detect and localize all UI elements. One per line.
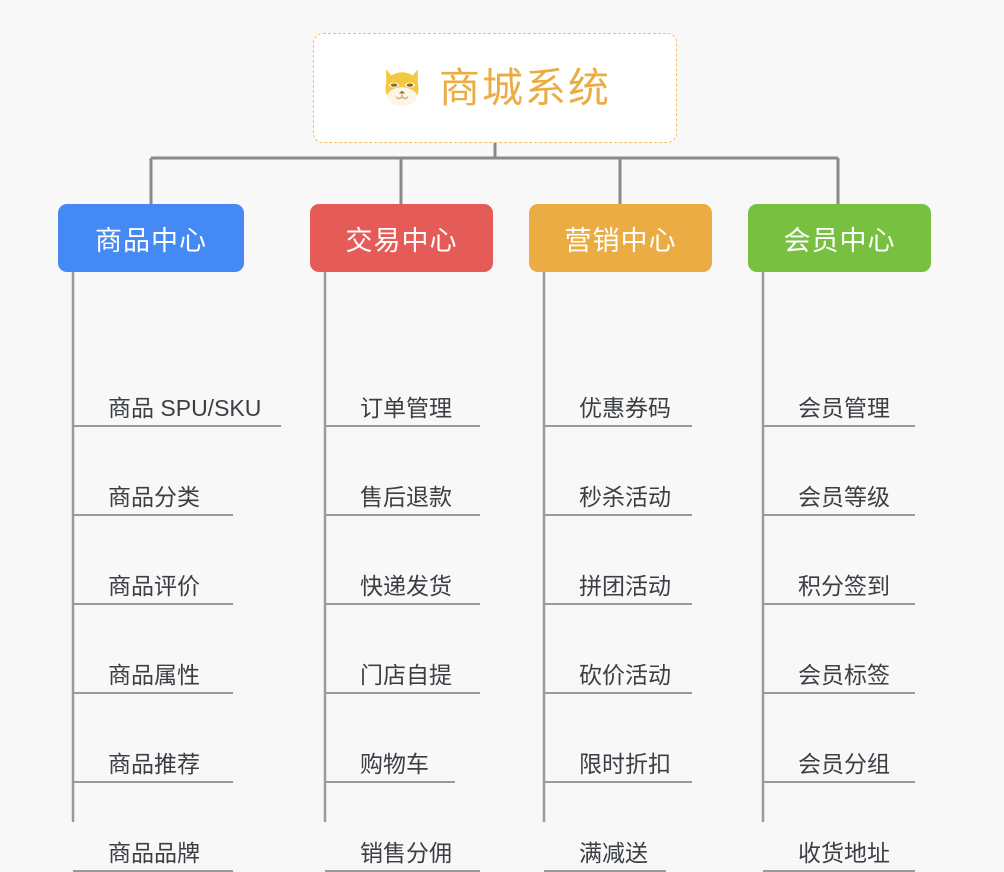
leaf-item-underline <box>544 692 692 694</box>
leaf-item-underline <box>544 603 692 605</box>
leaf-item-label: 收货地址 <box>798 839 890 866</box>
leaf-item[interactable]: 会员标签 <box>763 605 915 694</box>
leaf-item-label: 商品 SPU/SKU <box>108 394 262 421</box>
branch-header-0[interactable]: 商品中心 <box>58 204 244 272</box>
leaf-item-label: 砍价活动 <box>579 661 671 688</box>
leaf-item-underline <box>325 781 455 783</box>
leaf-item-label: 积分签到 <box>798 572 890 599</box>
leaf-item-underline <box>325 603 480 605</box>
leaf-item[interactable]: 会员等级 <box>763 427 915 516</box>
leaf-item-label: 销售分佣 <box>360 839 452 866</box>
root-title: 商城系统 <box>439 64 611 111</box>
branch-items-0: 商品 SPU/SKU 商品分类商品评价商品属性商品推荐商品品牌 <box>58 272 281 872</box>
branch-header-label: 交易中心 <box>345 225 458 256</box>
leaf-item-underline <box>73 781 233 783</box>
branch-items-1: 订单管理售后退款快递发货门店自提购物车销售分佣 <box>310 272 493 872</box>
leaf-item[interactable]: 积分签到 <box>763 516 915 605</box>
leaf-item[interactable]: 砍价活动 <box>544 605 692 694</box>
branch-column-3: 会员中心 会员管理会员等级积分签到会员标签会员分组收货地址 <box>748 204 931 872</box>
leaf-item-label: 会员等级 <box>798 483 890 510</box>
leaf-item-label: 会员标签 <box>798 661 890 688</box>
leaf-item[interactable]: 秒杀活动 <box>544 427 692 516</box>
leaf-item[interactable]: 优惠券码 <box>544 338 692 427</box>
leaf-item[interactable]: 快递发货 <box>325 516 480 605</box>
leaf-item-underline <box>73 514 233 516</box>
leaf-item-underline <box>544 781 692 783</box>
leaf-item-label: 会员分组 <box>798 750 890 777</box>
leaf-item-label: 订单管理 <box>360 394 452 421</box>
leaf-item-label: 拼团活动 <box>579 572 671 599</box>
leaf-item-underline <box>73 603 233 605</box>
branch-header-label: 营销中心 <box>564 225 677 256</box>
leaf-item-underline <box>73 425 281 427</box>
leaf-item[interactable]: 销售分佣 <box>325 783 480 872</box>
leaf-item-label: 会员管理 <box>798 394 890 421</box>
leaf-item[interactable]: 商品推荐 <box>73 694 233 783</box>
leaf-item-label: 快递发货 <box>360 572 452 599</box>
leaf-item[interactable]: 收货地址 <box>763 783 915 872</box>
leaf-item[interactable]: 购物车 <box>325 694 455 783</box>
leaf-item[interactable]: 商品评价 <box>73 516 233 605</box>
branch-column-2: 营销中心 优惠券码秒杀活动拼团活动砍价活动限时折扣满减送 <box>529 204 712 872</box>
leaf-item[interactable]: 商品属性 <box>73 605 233 694</box>
mindmap-canvas: 商城系统 商品中心 商品 SPU/SKU 商品分类商品评价商品属性商品推荐商品品牌… <box>58 33 931 872</box>
leaf-item-underline <box>325 514 480 516</box>
leaf-item-label: 优惠券码 <box>579 394 671 421</box>
leaf-item-underline <box>763 603 915 605</box>
leaf-item-label: 限时折扣 <box>579 750 671 777</box>
leaf-item[interactable]: 订单管理 <box>325 338 480 427</box>
leaf-item-underline <box>544 514 692 516</box>
leaf-item[interactable]: 商品品牌 <box>73 783 233 872</box>
branch-items-2: 优惠券码秒杀活动拼团活动砍价活动限时折扣满减送 <box>529 272 712 872</box>
leaf-item-label: 秒杀活动 <box>579 483 671 510</box>
leaf-item-label: 商品推荐 <box>108 750 200 777</box>
branch-header-3[interactable]: 会员中心 <box>748 204 931 272</box>
leaf-item-label: 商品属性 <box>108 661 200 688</box>
leaf-item[interactable]: 拼团活动 <box>544 516 692 605</box>
leaf-item[interactable]: 售后退款 <box>325 427 480 516</box>
leaf-item[interactable]: 会员分组 <box>763 694 915 783</box>
branch-column-0: 商品中心 商品 SPU/SKU 商品分类商品评价商品属性商品推荐商品品牌 <box>58 204 281 872</box>
branch-header-2[interactable]: 营销中心 <box>529 204 712 272</box>
branch-column-1: 交易中心 订单管理售后退款快递发货门店自提购物车销售分佣 <box>310 204 493 872</box>
root-node[interactable]: 商城系统 <box>313 33 677 143</box>
shiba-dog-face-icon <box>385 69 419 106</box>
leaf-item[interactable]: 满减送 <box>544 783 666 872</box>
leaf-item-label: 商品评价 <box>108 572 200 599</box>
leaf-item-underline <box>73 692 233 694</box>
leaf-item-label: 购物车 <box>360 750 429 777</box>
leaf-item-label: 商品品牌 <box>108 839 200 866</box>
leaf-item[interactable]: 门店自提 <box>325 605 480 694</box>
branch-header-1[interactable]: 交易中心 <box>310 204 493 272</box>
leaf-item-label: 满减送 <box>579 839 648 866</box>
leaf-item-underline <box>763 514 915 516</box>
leaf-item[interactable]: 限时折扣 <box>544 694 692 783</box>
leaf-item-underline <box>763 781 915 783</box>
leaf-item[interactable]: 商品分类 <box>73 427 233 516</box>
leaf-item-underline <box>325 692 480 694</box>
leaf-item-underline <box>763 425 915 427</box>
leaf-item-underline <box>544 425 692 427</box>
leaf-item-label: 商品分类 <box>108 483 200 510</box>
leaf-item-label: 门店自提 <box>360 661 452 688</box>
branch-items-3: 会员管理会员等级积分签到会员标签会员分组收货地址 <box>748 272 931 872</box>
leaf-item-underline <box>325 425 480 427</box>
leaf-item[interactable]: 会员管理 <box>763 338 915 427</box>
leaf-item-label: 售后退款 <box>360 483 452 510</box>
branch-header-label: 会员中心 <box>783 225 896 256</box>
leaf-item[interactable]: 商品 SPU/SKU <box>73 338 281 427</box>
leaf-item-underline <box>763 692 915 694</box>
branch-header-label: 商品中心 <box>95 225 207 256</box>
